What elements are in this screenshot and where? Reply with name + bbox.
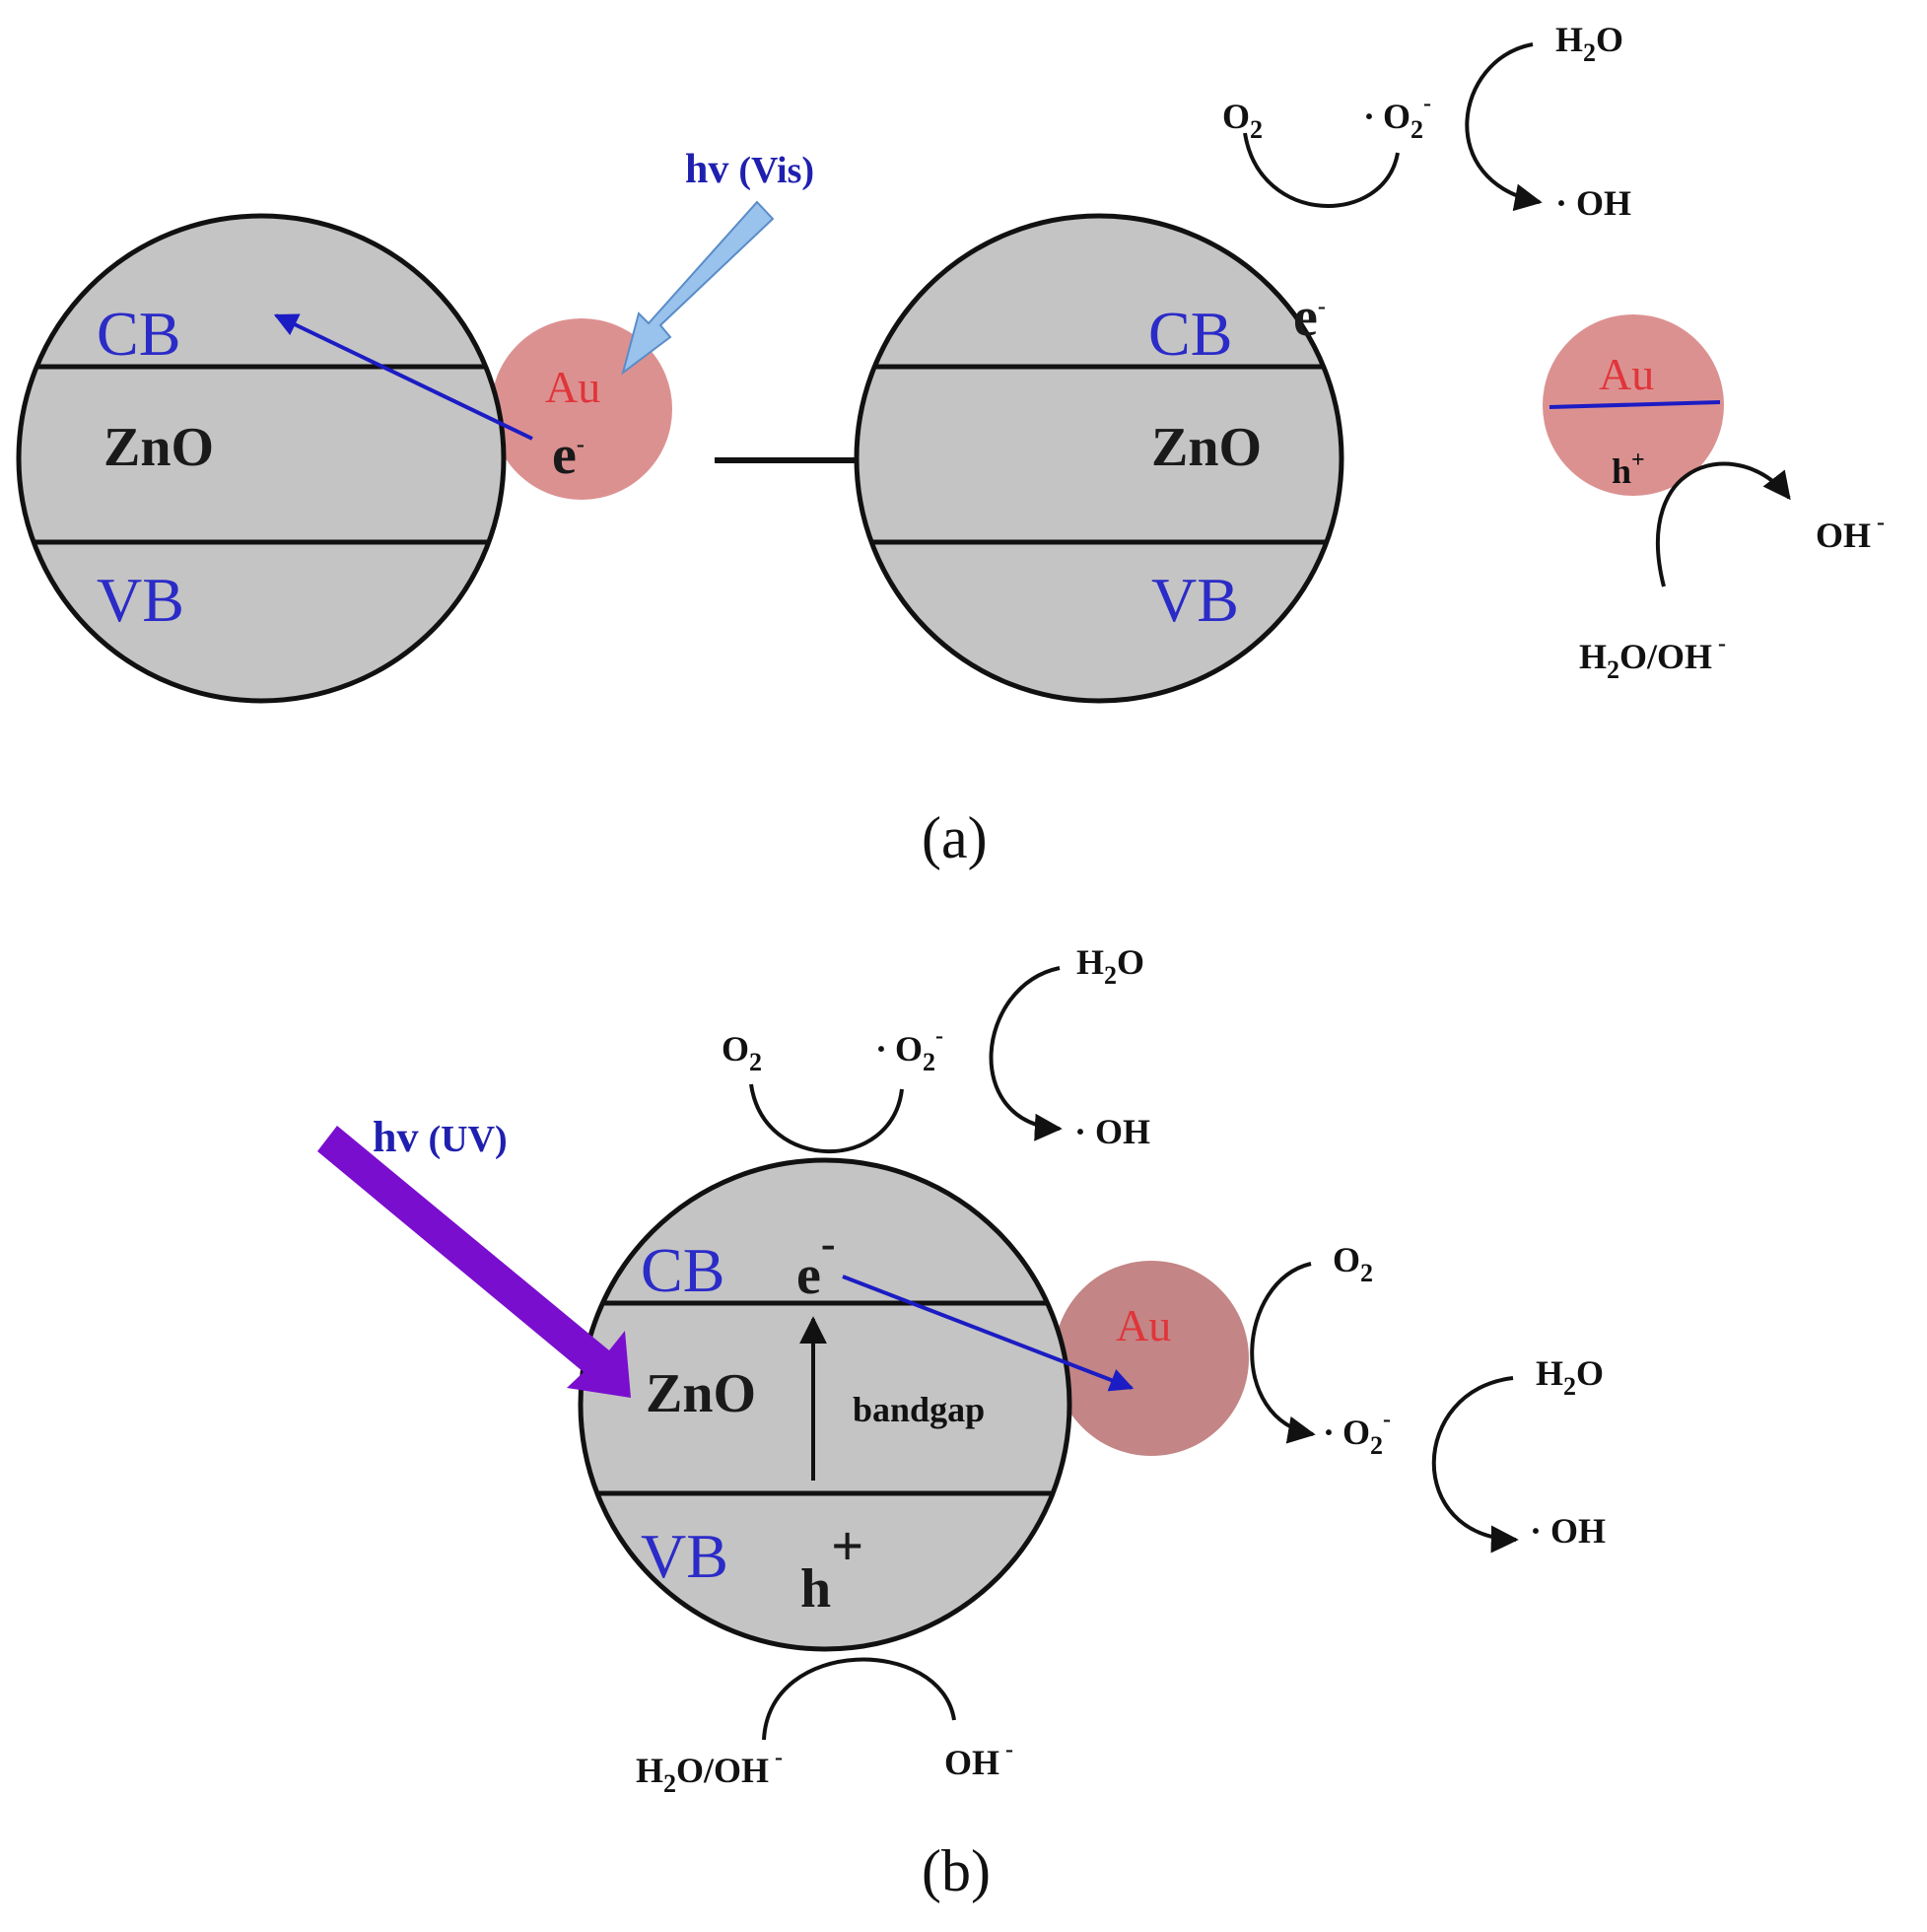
electron-label: e- [796,1219,836,1306]
oh-minus-label: OH- [1816,510,1885,555]
h2o-label: H2O [1536,1353,1604,1401]
panel-b-label: (b) [922,1838,991,1903]
uv-light-arrow [317,1126,631,1398]
hole-label: h+ [1612,448,1645,491]
zno-label: ZnO [1151,417,1262,478]
panel-a-right: CB e- ZnO VB Au h+ O2 ·O2- H2O · OH OH- … [854,20,1885,704]
fermi-level-line [1548,400,1721,409]
zno-label: ZnO [646,1363,756,1424]
vis-light-label: hv(Vis) [685,147,814,192]
vis-light-arrow [621,200,775,376]
superoxide-label: ·O2- [1363,91,1431,144]
electron-label: e- [1293,287,1326,348]
electron-label: e- [552,425,585,486]
zno-particle [854,213,1344,704]
h2o-to-oh-arc [989,966,1063,1141]
superoxide-label: ·O2- [875,1023,943,1076]
panel-a-label: (a) [922,805,988,870]
o2-label: O2 [1222,97,1263,144]
au-label: Au [1116,1300,1171,1350]
zno-particle [578,1157,1072,1652]
vb-label: VB [641,1521,728,1591]
electron-transfer-arrow [273,313,533,441]
cb-label: CB [1148,299,1232,369]
uv-light-label: hv(UV) [373,1113,508,1161]
au-particle [1054,1261,1249,1456]
panel-b: CB e- ZnO bandgap VB h+ Au hv(UV) O2 ·O2… [317,942,1606,1798]
h2o-oh-label: H2O/OH- [1579,631,1726,684]
h2o-oh-label: H2O/OH- [636,1745,783,1798]
oh-oxidation-arc [762,1657,956,1741]
au-label: Au [1599,349,1654,399]
zno-label: ZnO [103,417,214,478]
panel-a-left: CB ZnO VB Au e- hv(Vis) [16,147,814,704]
superoxide-label: ·O2- [1323,1407,1391,1460]
bandgap-label: bandgap [853,1390,985,1429]
zno-particle [16,213,507,704]
au-label: Au [545,362,600,412]
o2-to-superoxide-arc [1250,1262,1316,1444]
oh-radical-label: · OH [1530,1511,1606,1551]
h2o-label: H2O [1555,20,1623,67]
h2o-label: H2O [1076,942,1144,990]
cb-label: CB [641,1235,724,1305]
cb-label: CB [97,299,180,369]
hole-label: h+ [800,1514,863,1620]
vb-label: VB [97,565,184,635]
h2o-to-oh-arc [1431,1376,1519,1553]
o2-label: O2 [722,1029,762,1076]
o2-label: O2 [1333,1240,1373,1287]
h2o-to-oh-arc [1465,42,1543,212]
o2-reduction-arc [1243,132,1400,208]
oh-minus-label: OH- [944,1737,1013,1782]
o2-reduction-arc [749,1083,904,1154]
oh-radical-label: · OH [1074,1112,1150,1151]
oh-oxidation-arc [1656,461,1791,587]
electron-transfer-arrow [842,1275,1135,1392]
vb-label: VB [1151,565,1239,635]
oh-radical-label: · OH [1555,183,1631,223]
